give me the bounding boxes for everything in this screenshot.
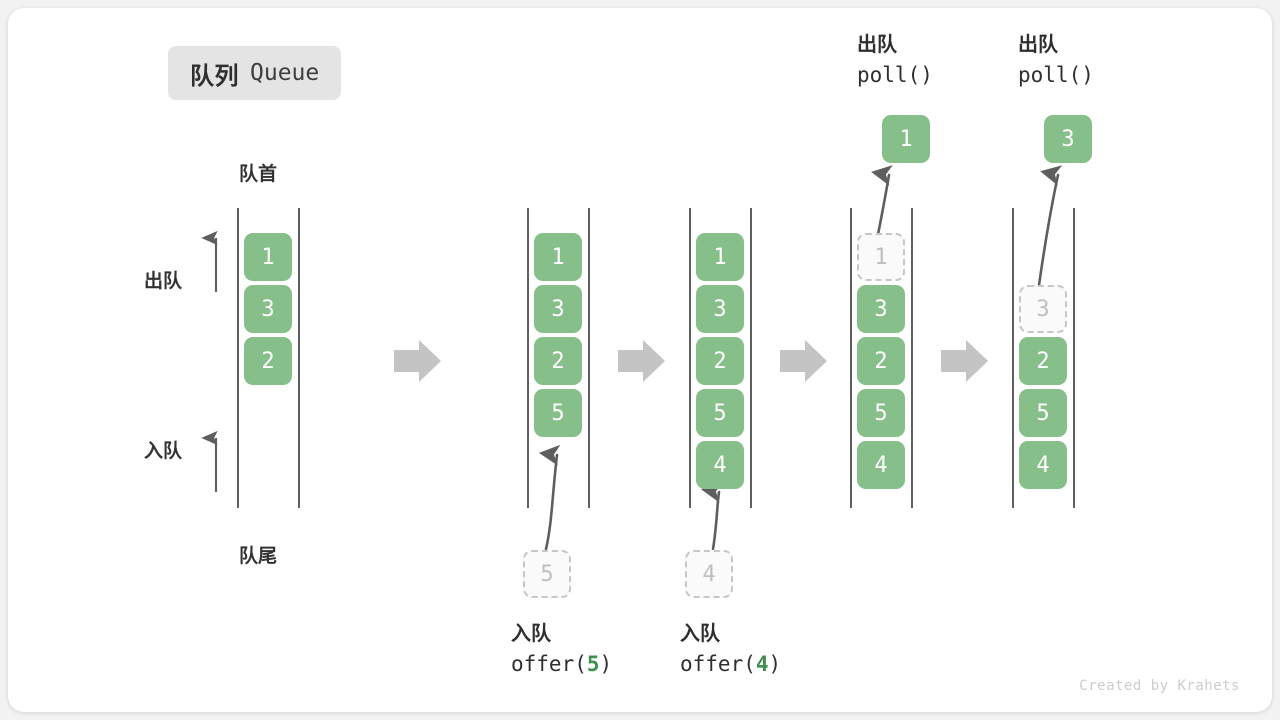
operation-code-offer4: offer(4) [680,649,781,679]
code-value-offer4: 4 [755,652,769,676]
operation-label-offer4: 入队 offer(4) [680,620,781,679]
queue-element: 1 [534,233,582,281]
queue-tail-label: 队尾 [239,546,278,567]
operation-label-poll2: 出队 poll() [1018,31,1094,90]
queue-outgoing-element: 3 [1044,115,1092,163]
queue-element: 3 [244,285,292,333]
title-english: Queue [250,60,320,86]
queue-head-label: 队首 [239,164,278,185]
queue-element: 1 [244,233,292,281]
queue-element: 2 [1019,337,1067,385]
queue-element: 4 [696,441,744,489]
queue-element: 3 [857,285,905,333]
code-suffix-poll1: ) [920,63,933,87]
queue-element: 5 [696,389,744,437]
enqueue-direction-label: 入队 [144,441,183,462]
operation-cn-poll1: 出队 [857,34,897,56]
queue-element: 5 [857,389,905,437]
operation-cn-offer5: 入队 [511,623,551,645]
dequeue-direction-label: 出队 [144,271,183,292]
code-suffix-poll2: ) [1081,63,1094,87]
queue-element: 5 [534,389,582,437]
queue-element-ghost: 1 [857,233,905,281]
queue-element: 5 [1019,389,1067,437]
code-suffix-offer4: ) [768,652,782,676]
operation-label-poll1: 出队 poll() [857,31,933,90]
code-prefix-offer5: offer( [511,652,587,676]
code-prefix-poll2: poll( [1018,63,1082,87]
code-value-offer5: 5 [586,652,600,676]
credit-text: Created by Krahets [1079,678,1240,694]
operation-cn-offer4: 入队 [680,623,720,645]
queue-element: 1 [696,233,744,281]
queue-element: 3 [534,285,582,333]
queue-element: 2 [696,337,744,385]
diagram-card [8,8,1272,712]
queue-element: 3 [696,285,744,333]
queue-element: 2 [534,337,582,385]
queue-element: 2 [244,337,292,385]
queue-element: 4 [1019,441,1067,489]
code-prefix-poll1: poll( [857,63,921,87]
operation-code-poll1: poll() [857,60,933,90]
diagram-title-badge: 队列 Queue [168,46,342,100]
queue-element-ghost: 3 [1019,285,1067,333]
queue-element: 2 [857,337,905,385]
code-prefix-offer4: offer( [680,652,756,676]
queue-incoming-element: 4 [685,550,733,598]
code-suffix-offer5: ) [599,652,613,676]
queue-incoming-element: 5 [523,550,571,598]
operation-code-offer5: offer(5) [511,649,612,679]
title-chinese: 队列 [190,62,239,90]
operation-cn-poll2: 出队 [1018,34,1058,56]
operation-label-offer5: 入队 offer(5) [511,620,612,679]
operation-code-poll2: poll() [1018,60,1094,90]
queue-element: 4 [857,441,905,489]
queue-outgoing-element: 1 [882,115,930,163]
